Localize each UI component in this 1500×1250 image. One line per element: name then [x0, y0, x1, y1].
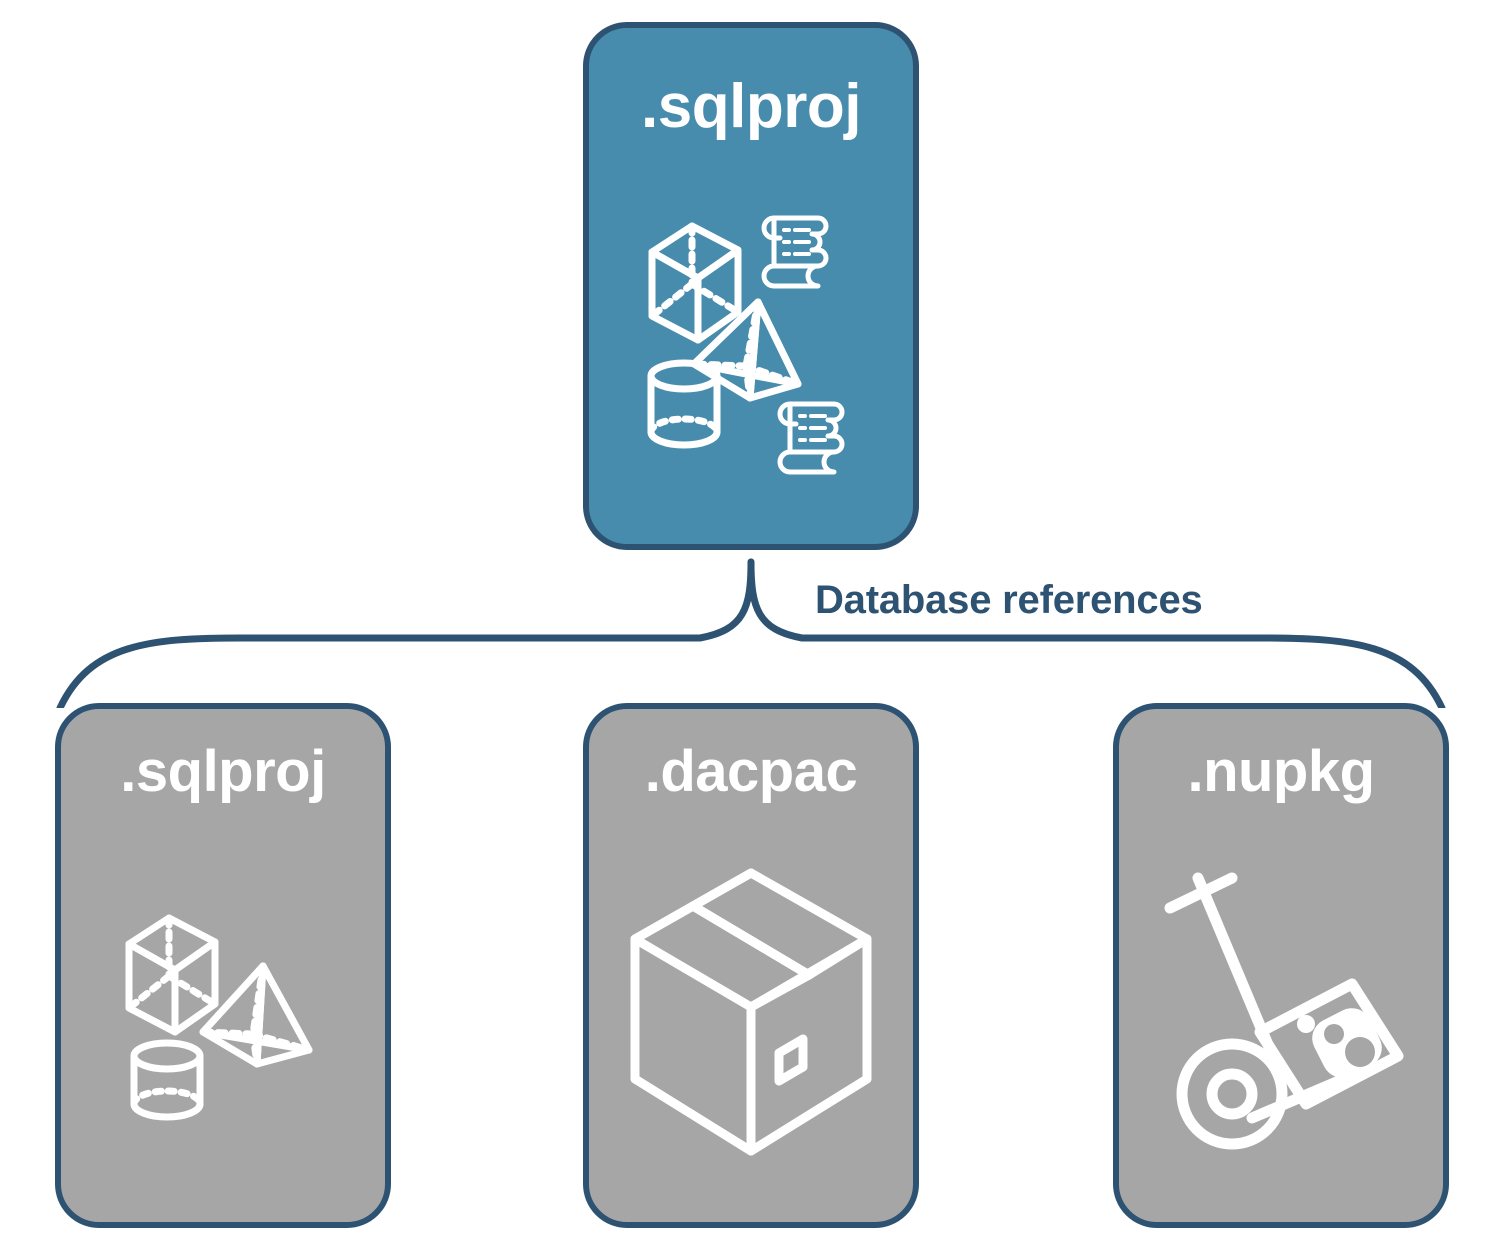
cube-icon — [648, 222, 742, 344]
card-reference-sqlproj-title: .sqlproj — [120, 739, 326, 804]
card-reference-sqlproj-icon-group — [61, 801, 385, 1222]
card-root-sqlproj[interactable]: .sqlproj — [583, 22, 919, 550]
cube-icon — [125, 914, 219, 1036]
card-reference-dacpac-icon-group — [589, 801, 913, 1222]
package-glyph-dots — [1324, 1023, 1375, 1067]
card-reference-dacpac-title: .dacpac — [644, 739, 858, 804]
card-reference-dacpac[interactable]: .dacpac — [583, 703, 919, 1228]
card-root-title: .sqlproj — [641, 72, 861, 141]
root-shapes-illustration — [647, 215, 845, 475]
cylinder-icon — [130, 1039, 204, 1121]
package-glyph-accent — [1297, 1014, 1315, 1033]
bracket-connector — [56, 558, 1446, 708]
package-box-icon — [630, 868, 872, 1155]
card-reference-nupkg-icon-group — [1119, 801, 1443, 1222]
card-root-icon-group — [589, 138, 913, 544]
card-reference-nupkg-title: .nupkg — [1187, 739, 1375, 804]
pyramid-icon — [199, 962, 313, 1068]
scroll-icon — [777, 401, 845, 475]
connector-label: Database references — [815, 578, 1203, 622]
pyramid-icon — [690, 298, 802, 402]
card-reference-nupkg[interactable]: .nupkg — [1113, 703, 1449, 1228]
cylinder-icon — [647, 359, 721, 449]
scroll-icon — [761, 215, 829, 289]
sqlproj-shapes-illustration — [125, 914, 313, 1121]
card-reference-sqlproj[interactable]: .sqlproj — [55, 703, 391, 1228]
hand-truck-icon — [1164, 872, 1404, 1149]
